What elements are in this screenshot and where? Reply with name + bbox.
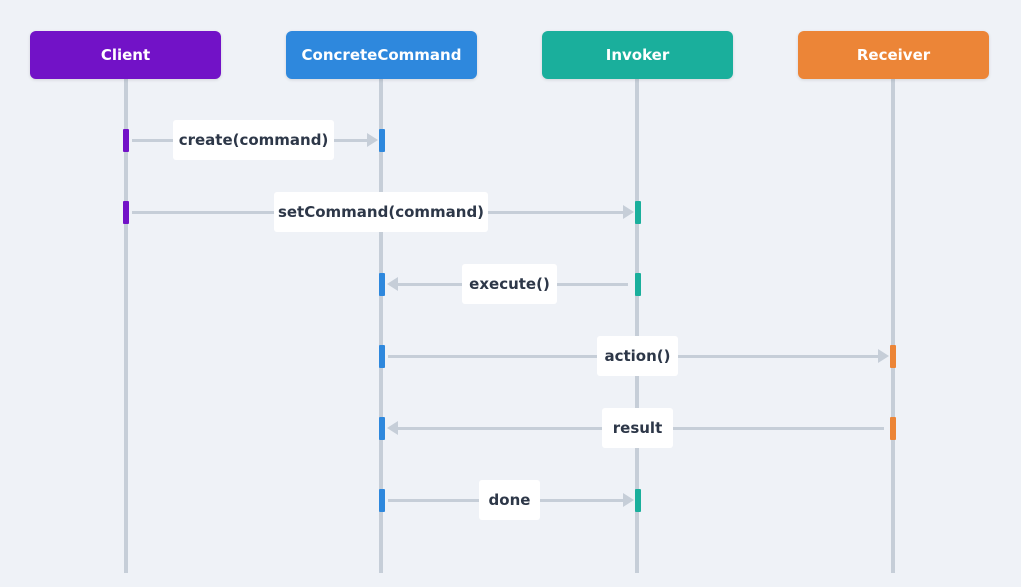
arrow-execute-head	[387, 277, 398, 291]
lifeline-receiver	[891, 79, 895, 573]
activation-concretecommand	[379, 489, 385, 512]
activation-receiver	[890, 345, 896, 368]
activation-concretecommand	[379, 417, 385, 440]
arrow-create-command-head	[367, 133, 378, 147]
participant-invoker: Invoker	[542, 31, 733, 79]
participant-concretecommand: ConcreteCommand	[286, 31, 477, 79]
lifeline-concretecommand	[379, 79, 383, 573]
arrow-action-head	[878, 349, 889, 363]
activation-concretecommand	[379, 345, 385, 368]
message-execute: execute()	[462, 264, 557, 304]
message-done: done	[479, 480, 540, 520]
activation-client	[123, 129, 129, 152]
activation-invoker	[635, 201, 641, 224]
arrow-set-command-head	[623, 205, 634, 219]
participant-client: Client	[30, 31, 221, 79]
activation-concretecommand	[379, 273, 385, 296]
message-result: result	[602, 408, 673, 448]
activation-receiver	[890, 417, 896, 440]
lifeline-invoker	[635, 79, 639, 573]
participant-receiver: Receiver	[798, 31, 989, 79]
activation-invoker	[635, 273, 641, 296]
arrow-result-head	[387, 421, 398, 435]
message-create-command: create(command)	[173, 120, 334, 160]
activation-invoker	[635, 489, 641, 512]
message-action: action()	[597, 336, 678, 376]
activation-concretecommand	[379, 129, 385, 152]
activation-client	[123, 201, 129, 224]
lifeline-client	[124, 79, 128, 573]
arrow-done-head	[623, 493, 634, 507]
message-set-command: setCommand(command)	[274, 192, 488, 232]
